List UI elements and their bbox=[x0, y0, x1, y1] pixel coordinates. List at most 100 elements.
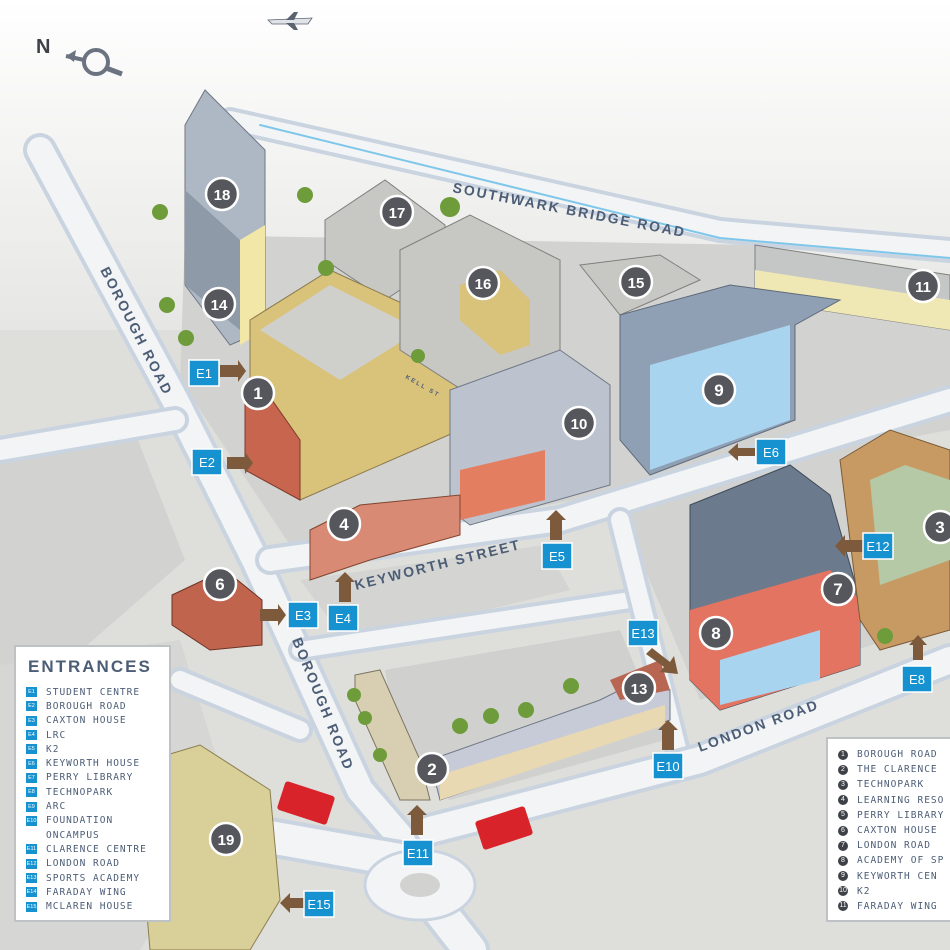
building-marker-7[interactable]: 7 bbox=[820, 571, 856, 607]
entrance-legend-code: E8 bbox=[26, 787, 37, 798]
building-marker-label: 8 bbox=[711, 624, 720, 643]
building-marker-label: 17 bbox=[389, 205, 406, 222]
building-marker-9[interactable]: 9 bbox=[701, 372, 737, 408]
entrance-arrow-icon bbox=[646, 648, 678, 674]
entrance-marker-label: E11 bbox=[407, 846, 429, 861]
tree bbox=[440, 197, 460, 217]
building-legend-number: 4 bbox=[838, 795, 848, 806]
building-marker-15[interactable]: 15 bbox=[618, 264, 654, 300]
tree bbox=[452, 718, 468, 734]
entrance-legend-name: SPORTS ACADEMY bbox=[46, 872, 141, 884]
building-legend-name: PERRY LIBRARY bbox=[857, 809, 945, 821]
entrance-marker-e6[interactable]: E6 bbox=[755, 438, 787, 466]
building-marker-label: 13 bbox=[631, 681, 648, 698]
tree bbox=[318, 260, 334, 276]
entrance-marker-e8[interactable]: E8 bbox=[901, 665, 933, 693]
building-marker-6[interactable]: 6 bbox=[202, 566, 238, 602]
entrance-legend-name: CLARENCE CENTRE bbox=[46, 843, 147, 855]
building-legend-number: 10 bbox=[838, 886, 848, 897]
building-legend-name: CAXTON HOUSE bbox=[857, 825, 938, 837]
entrance-arrow-icon bbox=[280, 893, 308, 913]
entrance-marker-e12[interactable]: E12 bbox=[862, 532, 894, 560]
entrance-marker-e15[interactable]: E15 bbox=[303, 890, 335, 918]
entrance-marker-box bbox=[755, 438, 787, 466]
building-marker-19[interactable]: 19 bbox=[208, 821, 244, 857]
building-marker-11[interactable]: 11 bbox=[905, 268, 941, 304]
entrance-legend-name: FARADAY WING bbox=[46, 886, 127, 898]
compass-label: N bbox=[36, 36, 50, 58]
entrance-marker-label: E1 bbox=[196, 366, 212, 381]
entrance-marker-box bbox=[627, 619, 659, 647]
entrance-marker-label: E3 bbox=[295, 608, 311, 623]
building-marker-18[interactable]: 18 bbox=[204, 176, 240, 212]
building-marker-circle bbox=[698, 615, 734, 651]
entrance-arrow-icon bbox=[220, 360, 246, 382]
building-marker-10[interactable]: 10 bbox=[561, 405, 597, 441]
building-marker-2[interactable]: 2 bbox=[414, 751, 450, 787]
entrance-legend-name: ONCAMPUS bbox=[46, 829, 100, 841]
building-marker-1[interactable]: 1 bbox=[240, 375, 276, 411]
tree bbox=[178, 330, 194, 346]
entrance-legend-code: E6 bbox=[26, 758, 37, 769]
tree bbox=[877, 628, 893, 644]
entrance-legend-row: ONCAMPUS bbox=[26, 828, 159, 842]
building-legend-name: BOROUGH ROAD bbox=[857, 749, 938, 761]
building-marker-8[interactable]: 8 bbox=[698, 615, 734, 651]
entrance-arrow-icon bbox=[728, 443, 755, 461]
entrance-marker-label: E6 bbox=[763, 445, 779, 460]
entrance-marker-e13[interactable]: E13 bbox=[627, 619, 659, 647]
building-marker-label: 15 bbox=[628, 275, 645, 292]
building-marker-16[interactable]: 16 bbox=[465, 265, 501, 301]
building-legend-row: 1 BOROUGH ROAD bbox=[838, 747, 950, 762]
building-legend-name: K2 bbox=[857, 885, 871, 897]
entrance-arrow-icon bbox=[835, 535, 863, 557]
entrance-marker-e3[interactable]: E3 bbox=[287, 601, 319, 629]
building-8-glass bbox=[720, 630, 820, 705]
entrance-arrow-icon bbox=[260, 604, 286, 626]
entrance-marker-e11[interactable]: E11 bbox=[402, 839, 434, 867]
entrance-legend-name: MCLAREN HOUSE bbox=[46, 901, 134, 913]
entrance-legend-code: E10 bbox=[26, 815, 37, 826]
building-marker-14[interactable]: 14 bbox=[201, 286, 237, 322]
tree bbox=[483, 708, 499, 724]
bus-icon bbox=[277, 781, 335, 825]
entrance-marker-e4[interactable]: E4 bbox=[327, 604, 359, 632]
building-legend-number: 11 bbox=[838, 901, 848, 912]
tree bbox=[518, 702, 534, 718]
building-legend-number: 1 bbox=[838, 749, 848, 760]
building-marker-4[interactable]: 4 bbox=[326, 506, 362, 542]
tree bbox=[297, 187, 313, 203]
building-marker-3[interactable]: 3 bbox=[922, 509, 950, 545]
entrance-marker-e2[interactable]: E2 bbox=[191, 448, 223, 476]
building-marker-17[interactable]: 17 bbox=[379, 194, 415, 230]
entrance-marker-e10[interactable]: E10 bbox=[652, 752, 684, 780]
tree bbox=[411, 349, 425, 363]
entrance-legend-code: E3 bbox=[26, 715, 37, 726]
building-marker-13[interactable]: 13 bbox=[621, 670, 657, 706]
building-marker-label: 6 bbox=[215, 575, 224, 594]
entrance-arrow-icon bbox=[227, 452, 253, 474]
entrance-marker-e5[interactable]: E5 bbox=[541, 542, 573, 570]
building-marker-label: 7 bbox=[833, 580, 842, 599]
entrance-marker-label: E10 bbox=[656, 759, 679, 774]
tree bbox=[152, 204, 168, 220]
entrance-marker-e1[interactable]: E1 bbox=[188, 359, 220, 387]
entrance-marker-box bbox=[287, 601, 319, 629]
entrance-arrow-icon bbox=[658, 720, 678, 750]
tree bbox=[563, 678, 579, 694]
